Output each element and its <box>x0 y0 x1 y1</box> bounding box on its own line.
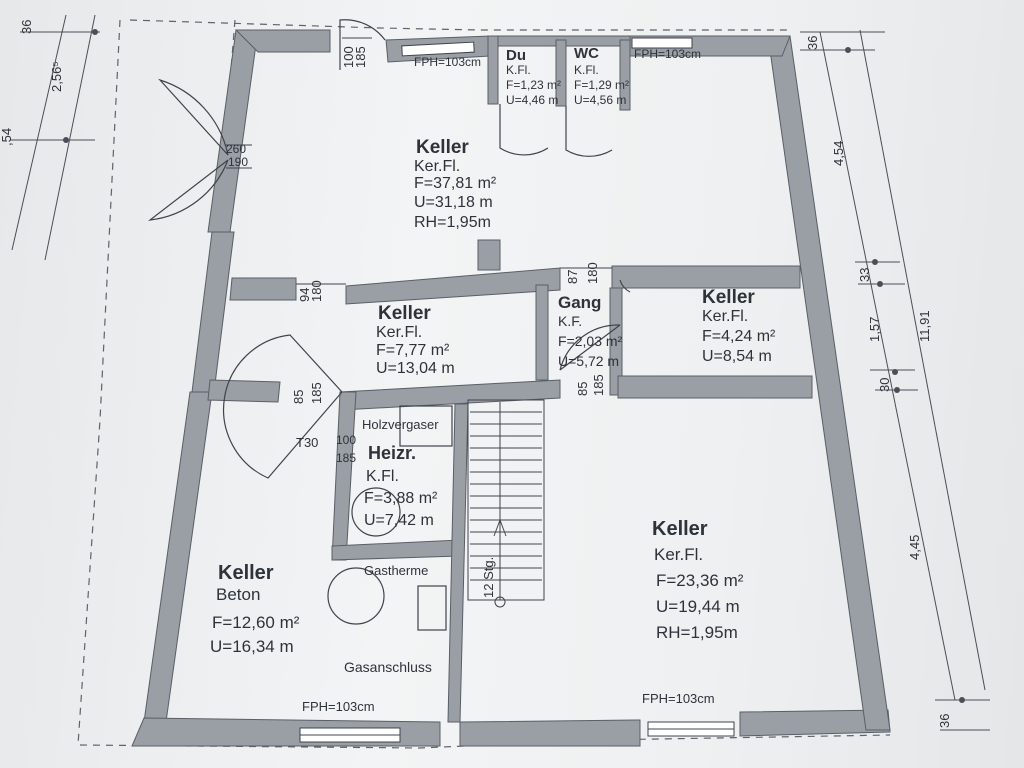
label-gasanschluss: Gasanschluss <box>344 659 432 675</box>
room-gang-floor: K.F. <box>558 313 583 329</box>
room-du-area: F=1,23 m² <box>506 78 562 92</box>
room-keller-right-small-perimeter: U=8,54 m <box>702 348 772 365</box>
label-fph-top-right: FPH=103cm <box>634 47 702 61</box>
dim-door-mid-height: 180 <box>309 280 324 302</box>
room-gang-perimeter: U=5,72 m <box>558 353 620 369</box>
room-keller-mid-title: Keller <box>378 303 431 324</box>
left-dashed-boundary <box>77 19 121 746</box>
dim-door-heiz-width: 100 <box>336 433 357 447</box>
dim-right-bottom-36: 36 <box>937 713 952 728</box>
opening-marks <box>226 37 612 285</box>
room-keller-bottom-left-area: F=12,60 m² <box>212 613 300 632</box>
room-heizr-floor: K.Fl. <box>366 468 399 485</box>
room-keller-bottom-right-title: Keller <box>652 518 708 540</box>
dim-left-top-36: 36 <box>19 19 34 34</box>
room-du-title: Du <box>506 47 526 64</box>
dim-right-454: 4,54 <box>831 140 846 166</box>
dim-door-double-width: 260 <box>226 142 247 156</box>
label-fph-top-left: FPH=103cm <box>414 55 482 69</box>
room-wc-title: WC <box>574 45 599 62</box>
dim-door-double-height: 190 <box>228 155 249 169</box>
dim-door-gang-bottom-width: 85 <box>575 381 590 396</box>
label-stairs: 12 Stg. <box>481 556 496 598</box>
walls <box>131 29 891 747</box>
label-fph-bottom-left: FPH=103cm <box>302 699 375 714</box>
room-keller-right-small-area: F=4,24 m² <box>702 328 776 345</box>
room-heizr-area: F=3,88 m² <box>364 490 438 507</box>
label-fph-bottom-right: FPH=103cm <box>642 691 715 706</box>
room-keller-top-area: F=37,81 m² <box>414 175 497 192</box>
top-dashed-line <box>129 19 790 31</box>
room-wc-perimeter: U=4,56 m <box>574 93 627 107</box>
room-keller-right-small-title: Keller <box>702 287 755 308</box>
label-gastherme: Gastherme <box>364 563 429 578</box>
dim-right-445: 4,45 <box>907 534 922 560</box>
right-dimension-line-outer <box>859 29 986 691</box>
equipment <box>327 405 453 631</box>
room-keller-bottom-right-perimeter: U=19,44 m <box>656 597 740 616</box>
room-keller-bottom-right-area: F=23,36 m² <box>656 571 744 590</box>
dim-door-left-height: 185 <box>309 382 324 404</box>
dim-door-gang-width: 87 <box>565 269 580 284</box>
room-keller-bottom-left-floor: Beton <box>216 585 261 604</box>
left-dimension-line-2 <box>11 14 67 251</box>
dim-right-30: 30 <box>877 377 892 392</box>
dim-door-heiz-height: 185 <box>336 451 357 465</box>
dim-door-top-height: 185 <box>353 46 368 68</box>
room-keller-right-small-floor: Ker.Fl. <box>702 308 749 325</box>
room-gang-title: Gang <box>558 293 602 312</box>
room-du-perimeter: U=4,46 m <box>506 93 559 107</box>
windows <box>299 37 735 743</box>
room-heizr-title: Heizr. <box>368 443 417 463</box>
room-wc-floor: K.Fl. <box>574 63 599 77</box>
dim-door-gang-height: 180 <box>585 262 600 284</box>
room-keller-mid-area: F=7,77 m² <box>376 342 450 359</box>
room-keller-top-height: RH=1,95m <box>414 214 491 231</box>
dim-left-partial: ,54 <box>0 127 14 146</box>
room-keller-top-title: Keller <box>416 137 469 158</box>
room-keller-top-floor: Ker.Fl. <box>414 158 461 175</box>
room-du-floor: K.Fl. <box>506 63 531 77</box>
room-heizr-perimeter: U=7,42 m <box>364 512 434 529</box>
room-keller-bottom-left-title: Keller <box>218 562 274 584</box>
right-dimension-line-inner <box>819 31 956 701</box>
room-keller-bottom-right-floor: Ker.Fl. <box>654 545 704 564</box>
dim-left-2565: 2,56⁵ <box>49 61 64 92</box>
dim-right-33: 33 <box>857 267 872 282</box>
dim-right-1191: 11,91 <box>917 310 932 342</box>
label-holzvergaser: Holzvergaser <box>362 417 439 432</box>
room-keller-bottom-right-height: RH=1,95m <box>656 623 738 642</box>
dim-door-gang-bottom-height: 185 <box>591 374 606 396</box>
room-keller-mid-floor: Ker.Fl. <box>376 324 423 341</box>
left-dimension-line <box>44 14 96 261</box>
label-t30: T30 <box>296 435 319 450</box>
room-keller-bottom-left-perimeter: U=16,34 m <box>210 637 294 656</box>
door-swings <box>147 19 631 479</box>
dim-right-157: 1,57 <box>867 316 882 342</box>
room-gang-area: F=2,03 m² <box>558 333 623 349</box>
room-wc-area: F=1,29 m² <box>574 78 630 92</box>
dim-right-top-36: 36 <box>805 35 820 50</box>
room-keller-mid-perimeter: U=13,04 m <box>376 360 455 377</box>
room-keller-top-perimeter: U=31,18 m <box>414 194 493 211</box>
stairs <box>467 399 545 608</box>
dim-door-left-width: 85 <box>291 389 306 404</box>
